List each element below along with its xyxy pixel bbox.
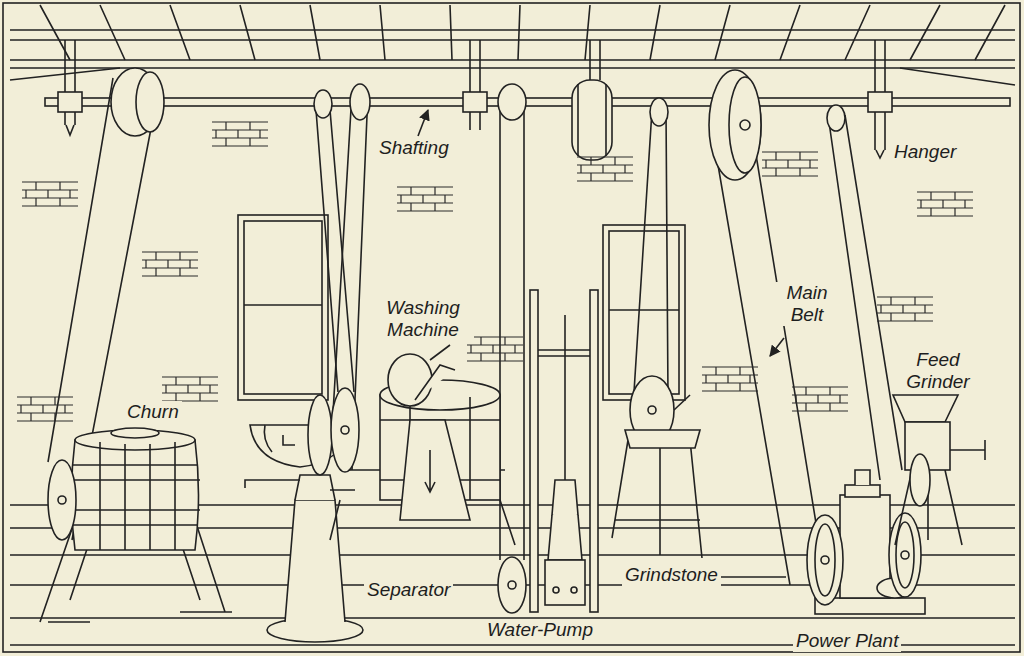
line-art — [3, 3, 1020, 652]
bricks — [17, 122, 973, 421]
part-label: Power Plant — [793, 630, 901, 652]
water-pump — [498, 290, 598, 613]
shafting — [45, 98, 1010, 106]
leader-line — [418, 110, 786, 577]
part-label: Churn — [124, 401, 182, 423]
part-label: Grindstone — [622, 564, 721, 586]
part-label: Water-Pump — [484, 619, 596, 641]
hanger — [58, 40, 892, 158]
part-label: Shafting — [376, 137, 452, 159]
belts — [48, 78, 902, 585]
washing-machine — [330, 345, 515, 545]
grindstone — [612, 376, 702, 558]
part-label: Separator — [364, 579, 453, 601]
window — [238, 215, 685, 400]
separator — [245, 395, 363, 642]
part-label: Main Belt — [776, 282, 838, 326]
feed-grinder — [893, 395, 985, 545]
ceiling-rafters — [10, 5, 1015, 85]
part-label: Hanger — [891, 141, 959, 163]
frame — [3, 3, 1020, 652]
part-label: Feed Grinder — [893, 349, 983, 393]
part-label: Washing Machine — [372, 297, 474, 341]
churn — [40, 428, 232, 622]
pulleys — [111, 68, 845, 180]
